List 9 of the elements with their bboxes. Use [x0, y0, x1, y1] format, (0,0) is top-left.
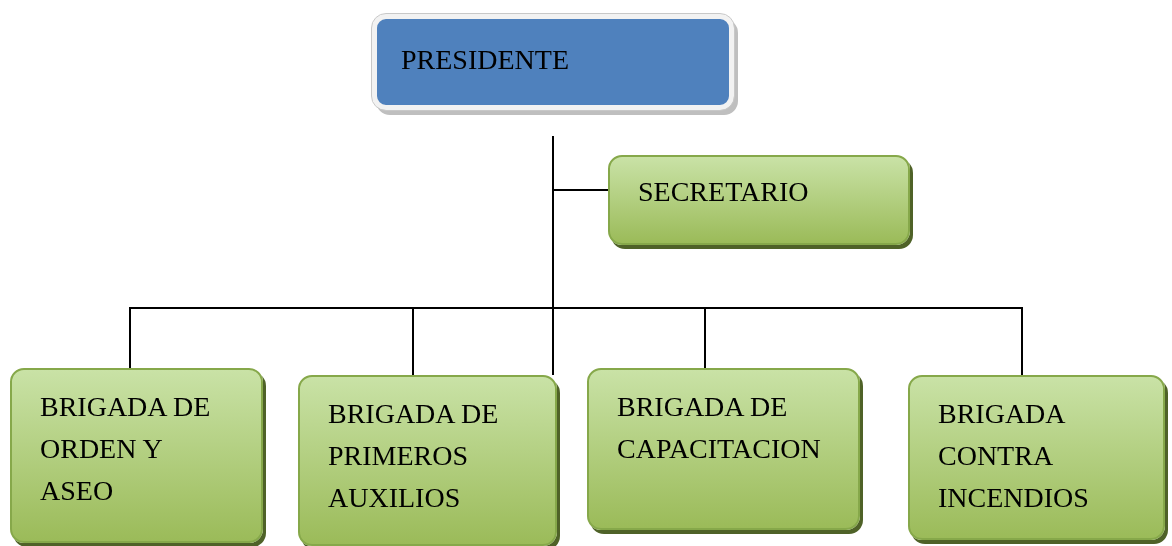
- box-label: SECRETARIO: [638, 175, 810, 209]
- box-label: BRIGADA DE CAPACITACION: [617, 390, 822, 466]
- box-label: BRIGADA CONTRA INCENDIOS: [938, 397, 1090, 515]
- org-chart-box: [10, 368, 263, 543]
- org-chart-box: [298, 375, 557, 546]
- box-label: BRIGADA DE ORDEN Y ASEO: [40, 390, 211, 508]
- box-label: BRIGADA DE PRIMEROS AUXILIOS: [328, 397, 500, 515]
- connector-line: [552, 135, 1023, 376]
- box-label: PRESIDENTE: [401, 43, 570, 77]
